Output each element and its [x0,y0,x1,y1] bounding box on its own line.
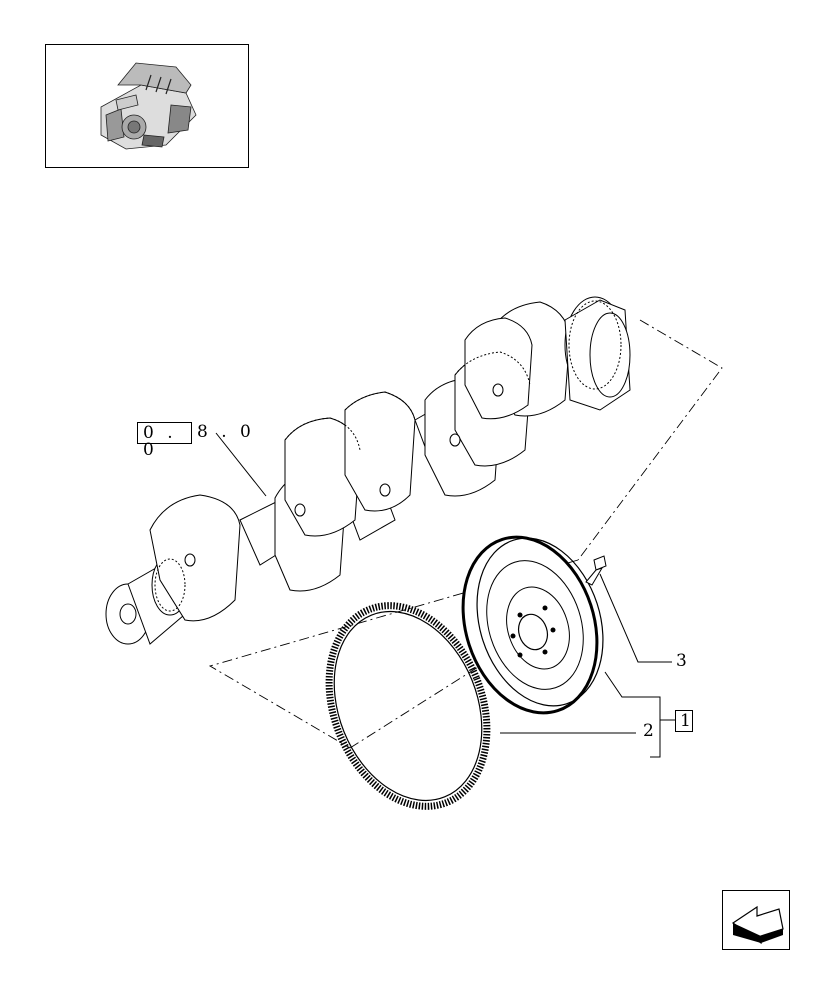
flywheel-bolt [585,555,607,586]
callout-3: 3 [676,651,687,671]
reference-suffix: 8 . 0 [197,422,255,442]
engine-thumbnail[interactable] [45,44,249,168]
reference-box-text: 0 . 0 [143,423,177,460]
callout-2: 2 [643,721,654,741]
assembly-outline [208,319,723,749]
engine-thumbnail-icon [100,62,197,150]
arrow-back-icon [731,905,784,945]
callout-1: 1 [680,711,691,731]
back-navigation-button[interactable] [722,890,790,950]
leader-lines [215,432,676,758]
flywheel [461,535,604,715]
crankshaft [105,296,631,645]
ring-gear [325,602,491,810]
reference-box[interactable]: 0 . 0 [137,422,192,459]
callout-1-box: 1 [675,710,693,732]
